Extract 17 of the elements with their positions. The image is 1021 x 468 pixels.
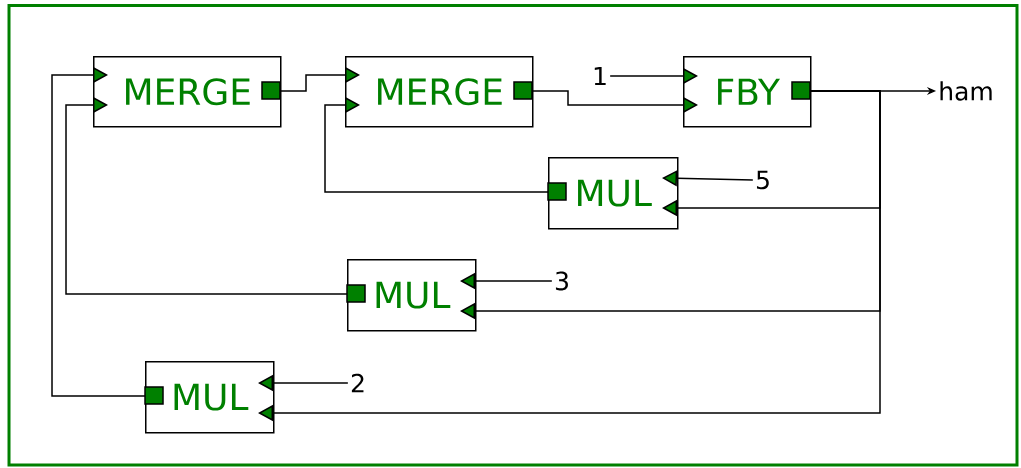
connector-arrow xyxy=(51,66,146,397)
function-block: FBY xyxy=(683,56,812,128)
function-block: MERGE xyxy=(345,56,534,128)
connector-arrow xyxy=(662,170,754,187)
value-label: ham xyxy=(940,81,992,101)
connector-arrow xyxy=(65,96,348,295)
value-label: 3 xyxy=(555,271,568,291)
value-label: 1 xyxy=(594,66,606,86)
connector-arrow xyxy=(258,90,881,422)
value-label: 5 xyxy=(757,170,769,190)
connector-arrow xyxy=(279,66,360,92)
connector-arrow xyxy=(324,96,549,193)
function-block: MUL xyxy=(144,361,275,434)
function-block: MUL xyxy=(346,259,477,332)
function-block: MUL xyxy=(547,157,679,230)
function-block: MERGE xyxy=(93,56,282,128)
value-label: 2 xyxy=(351,373,364,393)
